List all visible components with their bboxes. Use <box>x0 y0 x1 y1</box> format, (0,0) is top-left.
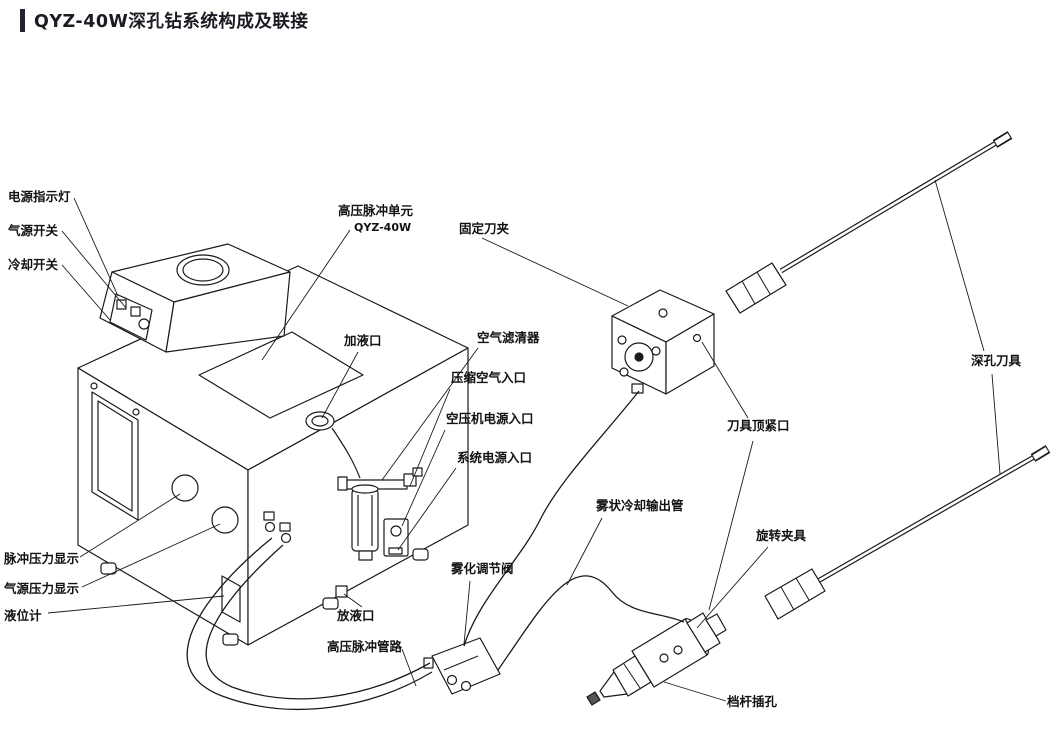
label-tool-clamp-port: 刀具顶紧口 <box>727 418 790 433</box>
control-panel-drawing <box>99 243 291 353</box>
hose-fittings-drawing <box>263 511 292 544</box>
label-hp-pulse-pipeline: 高压脉冲管路 <box>327 639 403 654</box>
label-compressed-air-inlet: 压缩空气入口 <box>451 370 527 385</box>
label-hp-pulse-unit: 高压脉冲单元 <box>338 203 414 218</box>
label-atomization-valve: 雾化调节阀 <box>451 561 514 576</box>
lever-socket-hole-drawing <box>659 653 669 663</box>
label-air-pressure-display: 气源压力显示 <box>4 581 80 596</box>
label-hp-pulse-unit-model: QYZ-40W <box>354 221 412 234</box>
power-indicator-light-drawing <box>138 318 150 330</box>
label-power-indicator: 电源指示灯 <box>8 189 71 204</box>
label-pulse-pressure-display: 脉冲压力显示 <box>4 551 80 566</box>
label-drain-port: 放液口 <box>337 608 375 623</box>
label-air-switch: 气源开关 <box>8 223 59 238</box>
page-title: QYZ-40W深孔钻系统构成及联接 <box>34 12 309 32</box>
rotary-fixture-drawing <box>586 612 727 706</box>
label-deep-hole-tool: 深孔刀具 <box>971 353 1022 368</box>
label-filler-port: 加液口 <box>344 333 382 348</box>
filler-port-drawing <box>305 411 361 479</box>
label-system-power-inlet: 系统电源入口 <box>457 450 533 465</box>
page-header: QYZ-40W深孔钻系统构成及联接 <box>20 8 308 33</box>
holder-to-valve-pipe <box>463 390 640 647</box>
leader-lines <box>47 179 1001 702</box>
label-liquid-level-gauge: 液位计 <box>4 608 42 623</box>
label-cooling-switch: 冷却开关 <box>8 257 59 272</box>
deep-hole-tool-top-drawing <box>725 131 1013 314</box>
atomization-valve-drawing <box>423 637 501 695</box>
label-fixed-tool-holder: 固定刀夹 <box>459 221 510 236</box>
mist-cooling-output-pipe <box>497 575 685 671</box>
label-air-filter: 空气滤清器 <box>477 330 540 345</box>
air-switch-button-drawing <box>116 299 127 310</box>
label-compressor-power-inlet: 空压机电源入口 <box>446 411 534 426</box>
drain-port-drawing <box>335 585 348 598</box>
fixed-tool-holder-drawing <box>611 289 715 395</box>
hose-lines-drawing <box>186 390 685 710</box>
hp-pulse-pipeline-hose-outer <box>186 537 433 710</box>
liquid-level-gauge-drawing <box>221 575 241 623</box>
label-rotary-fixture: 旋转夹具 <box>756 528 807 543</box>
label-mist-cooling-outlet-pipe: 雾状冷却输出管 <box>596 498 684 513</box>
air-filter-drawing <box>337 467 423 561</box>
machine-drawing <box>77 265 469 646</box>
cooling-switch-button-drawing <box>130 306 141 317</box>
label-lever-socket: 档杆插孔 <box>727 694 778 709</box>
hp-pulse-pipeline-hose-inner <box>205 544 431 700</box>
title-accent-bar <box>20 9 25 32</box>
deep-hole-tool-bottom-drawing <box>764 445 1051 620</box>
